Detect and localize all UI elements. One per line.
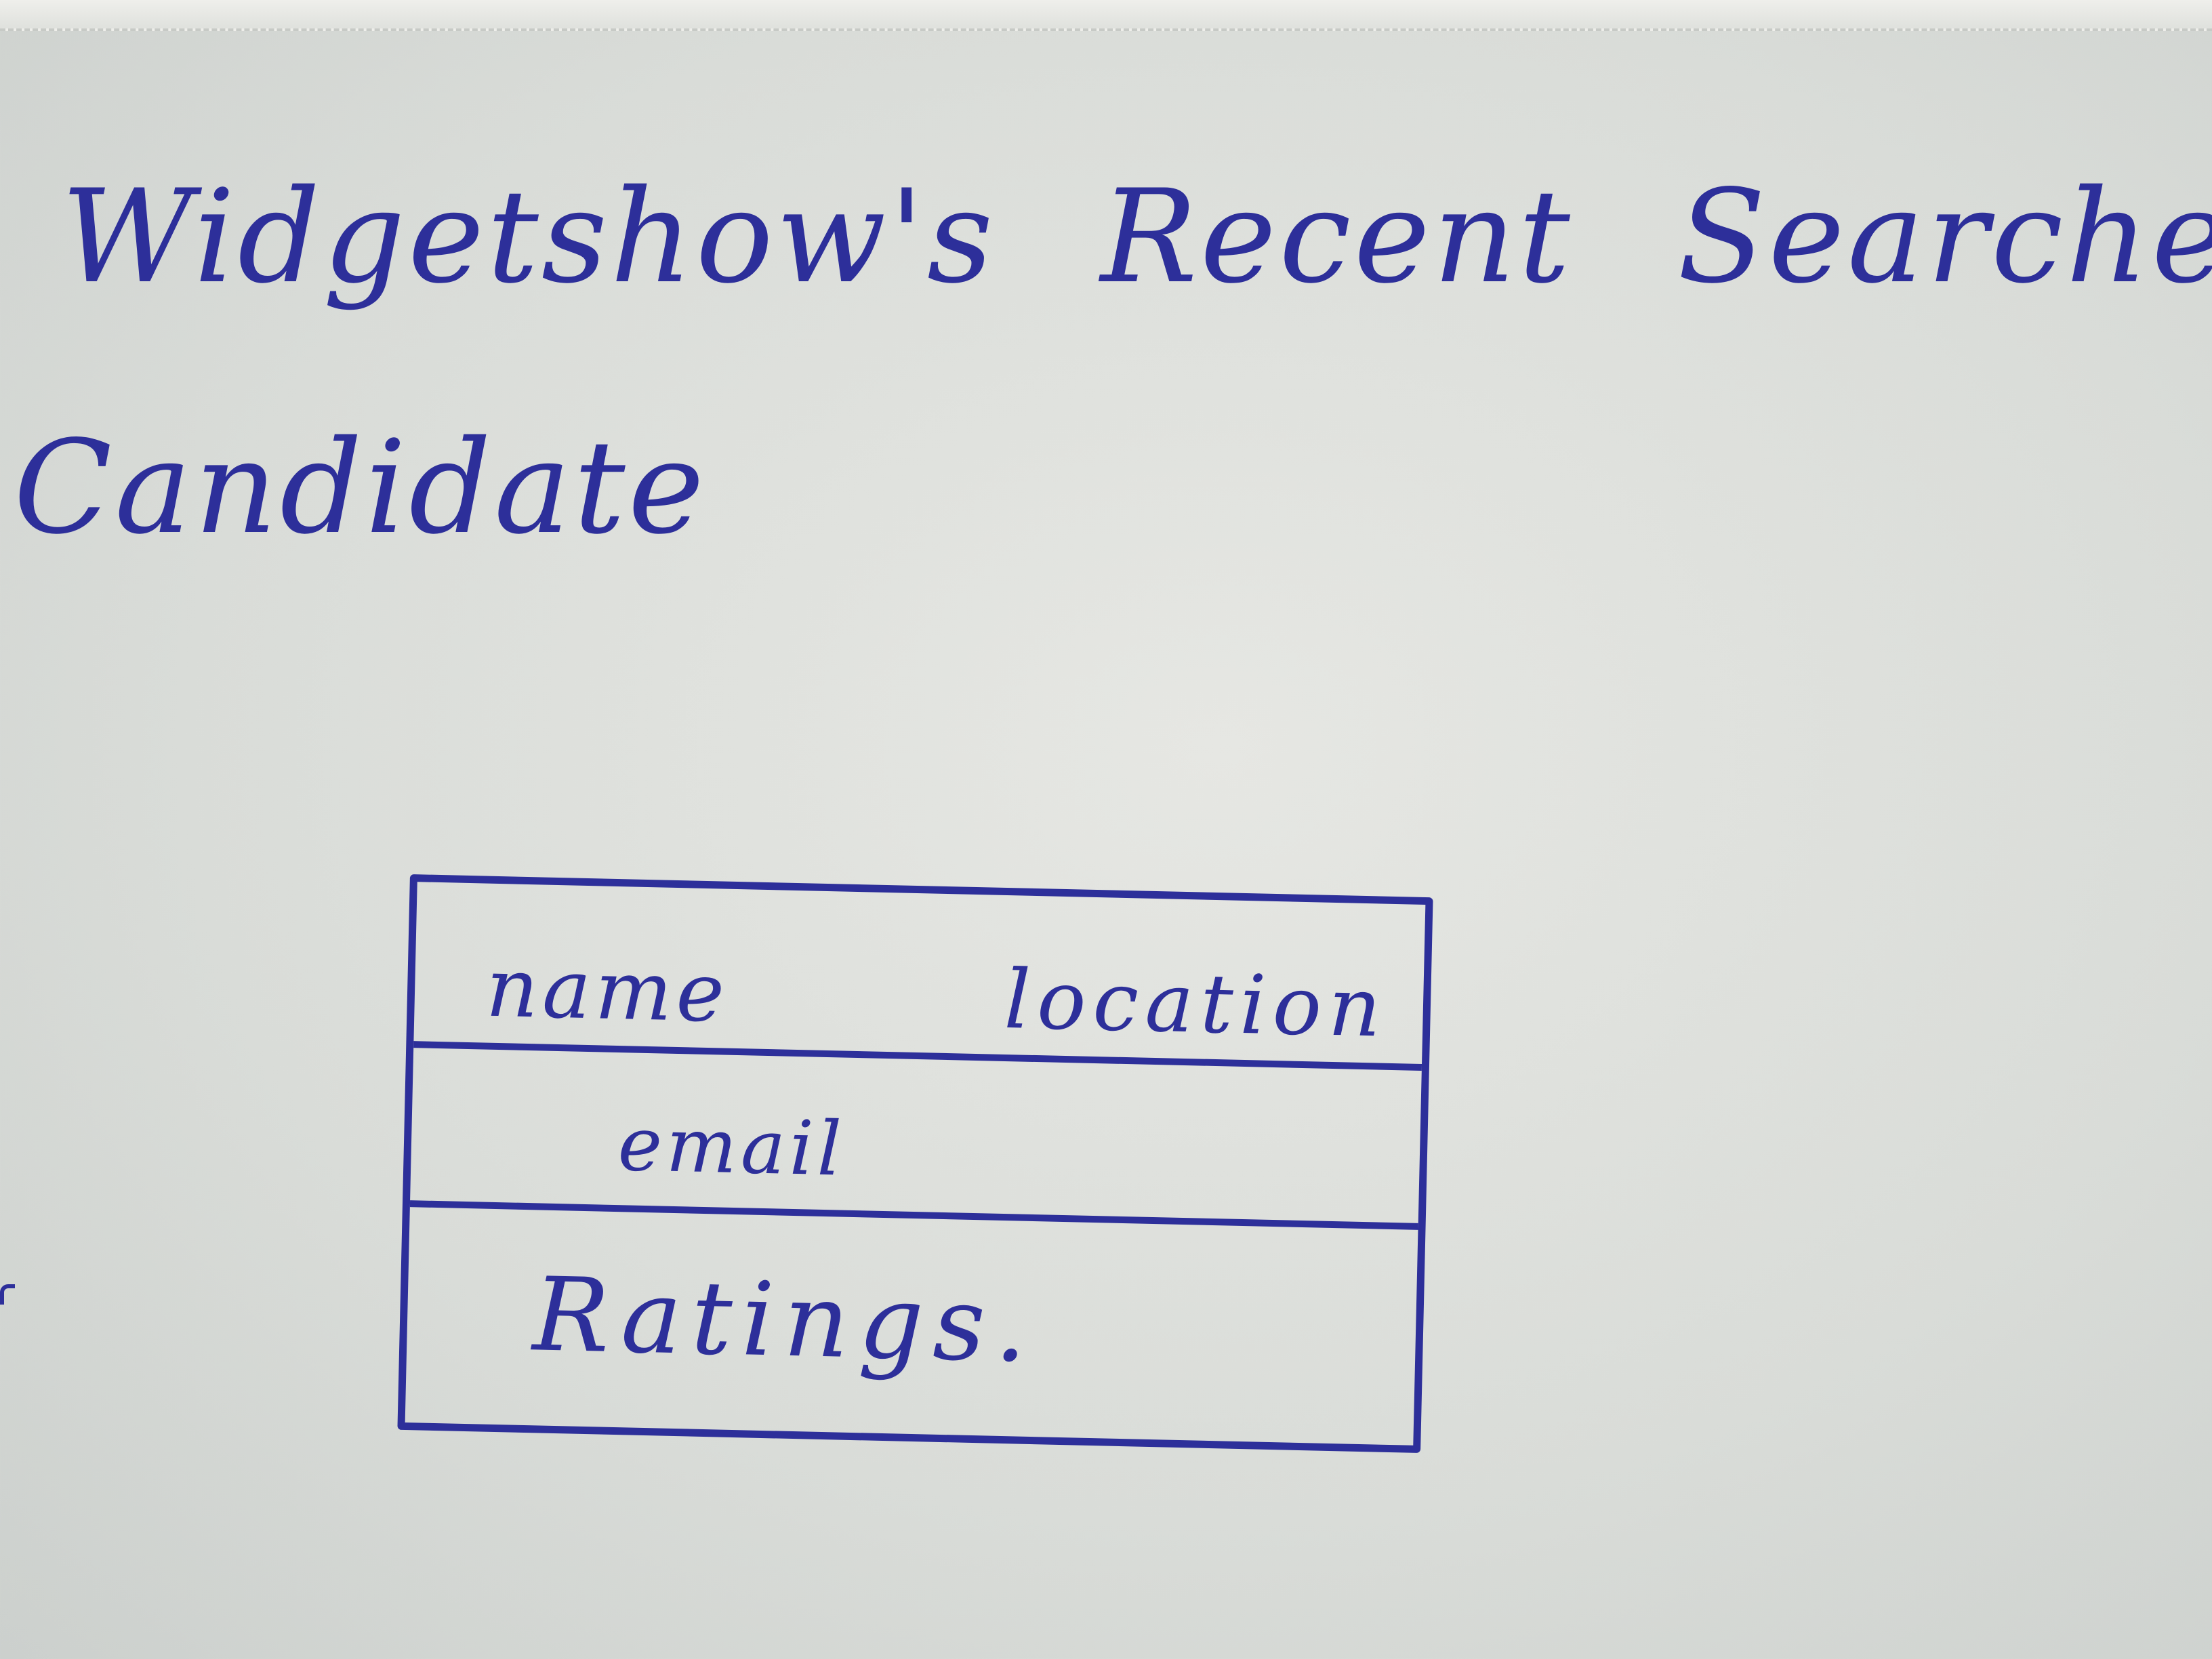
ratings-row: Ratings. xyxy=(405,1207,1418,1447)
email-row: email xyxy=(409,1048,1422,1230)
location-field-label: location xyxy=(1003,952,1389,1056)
name-field-label: name xyxy=(485,941,730,1041)
paper-top-edge xyxy=(0,0,2212,31)
email-field-label: email xyxy=(617,1101,846,1193)
ratings-field-label: Ratings. xyxy=(531,1256,1038,1386)
name-location-row: name location xyxy=(413,882,1426,1071)
page-title-line-1: Widgetshow's Recent Searched xyxy=(61,162,2212,312)
page-title-line-2: Candidate xyxy=(14,413,708,562)
candidate-card-wireframe: name location email Ratings. xyxy=(397,874,1433,1454)
stray-ink-mark xyxy=(0,1284,15,1305)
